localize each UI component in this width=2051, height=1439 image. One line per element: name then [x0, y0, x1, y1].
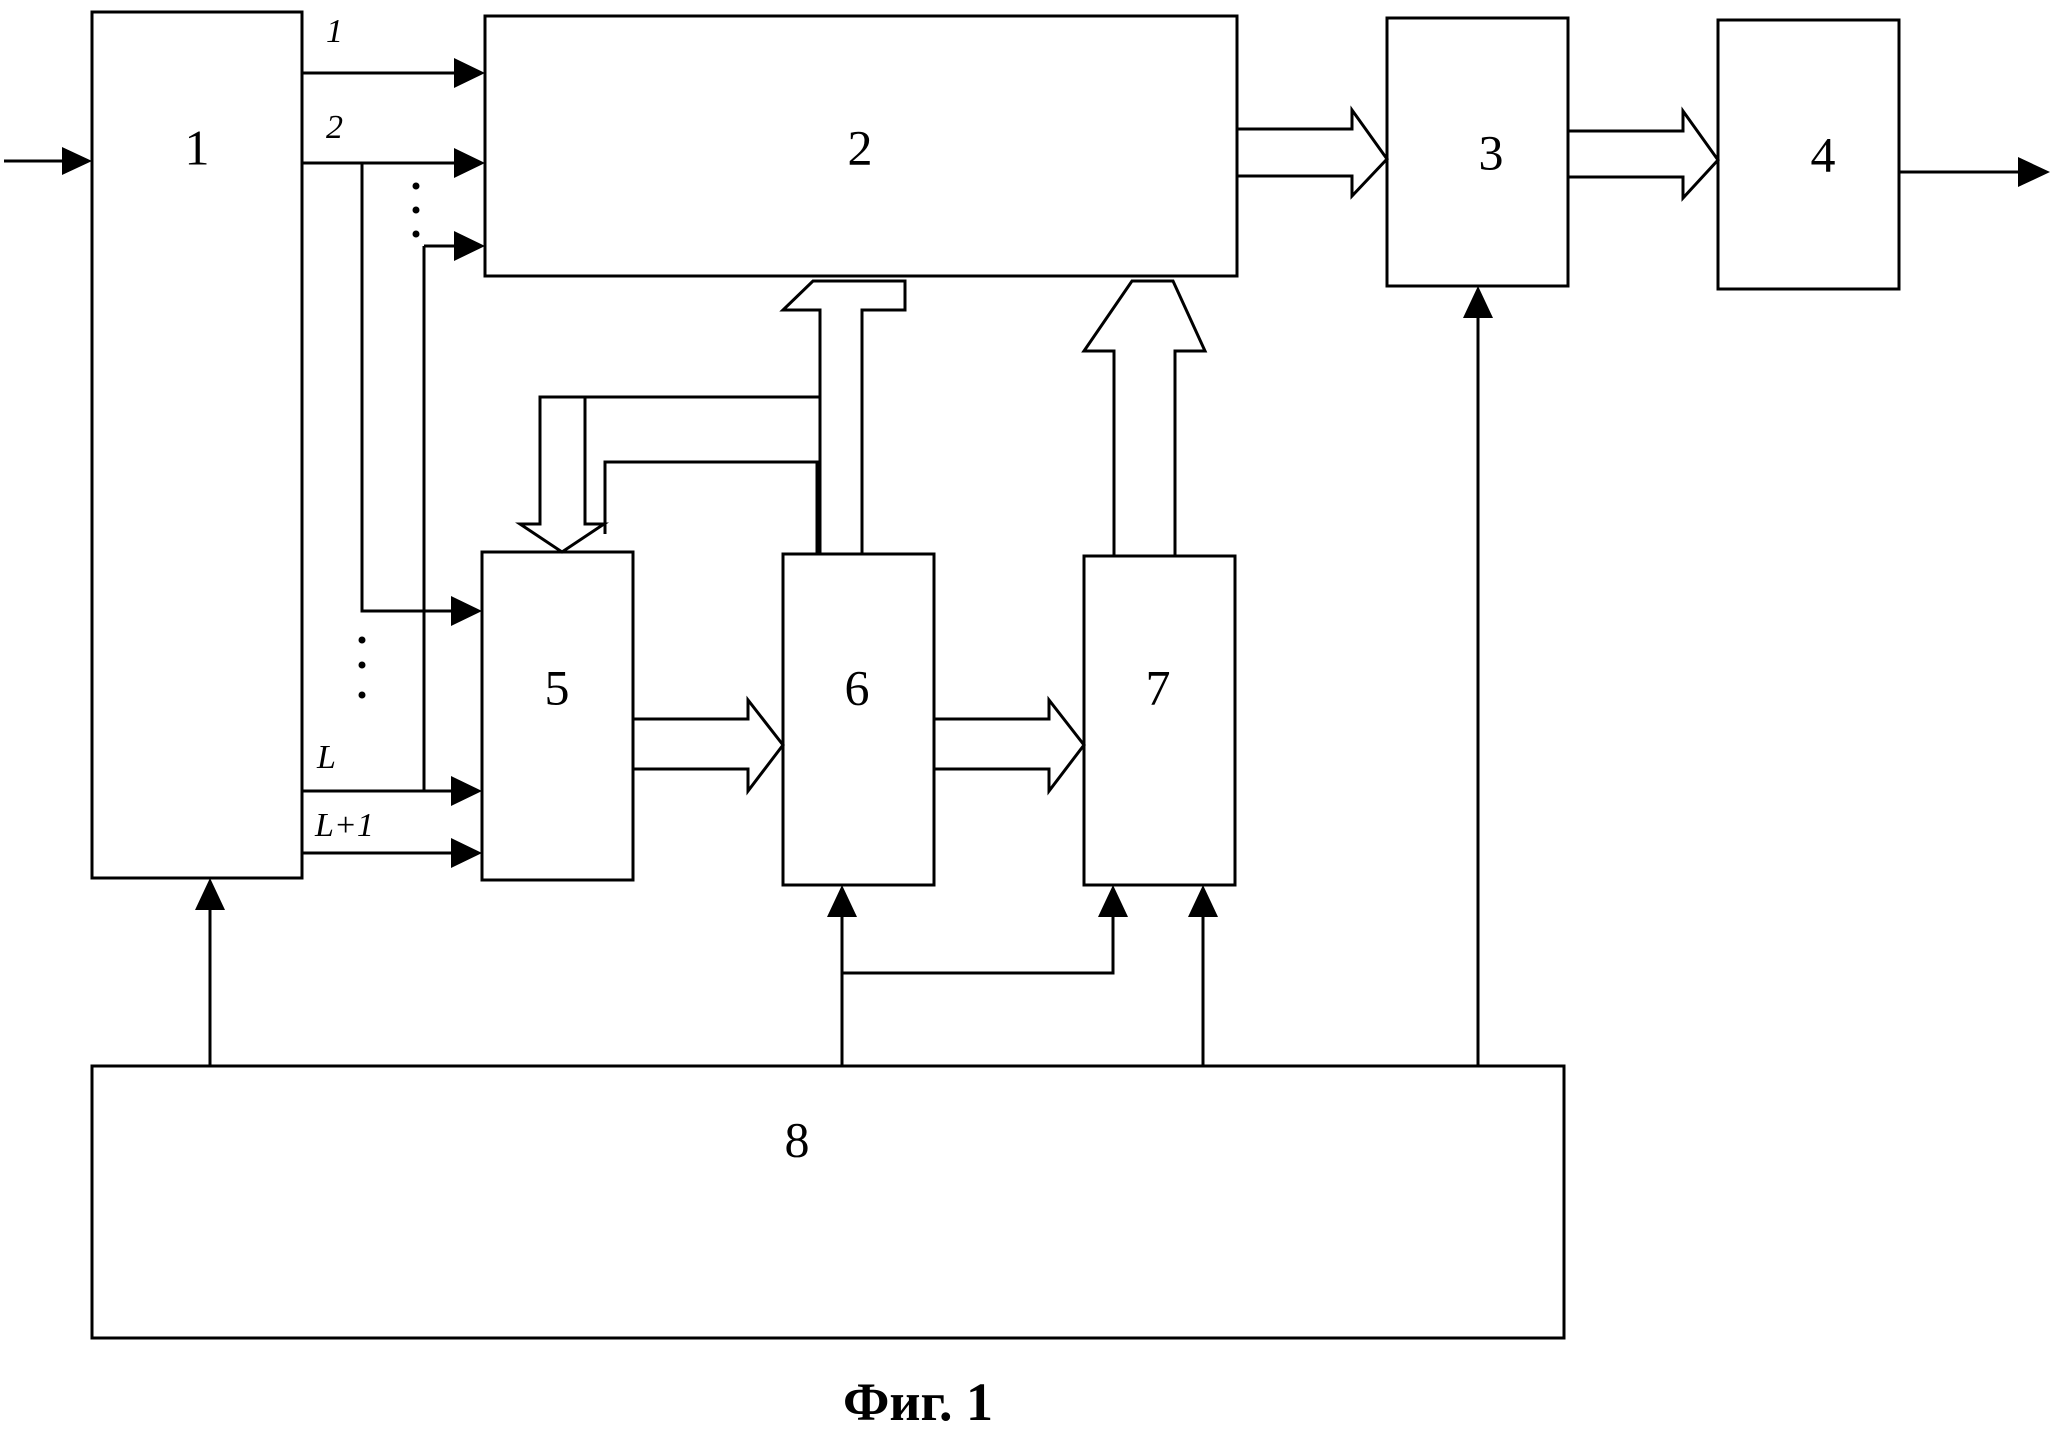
ellipsis-dots-lower — [359, 637, 366, 699]
feedback-6-to-5 — [605, 462, 817, 554]
bus-3-to-4 — [1568, 111, 1718, 198]
block-8-label: 8 — [785, 1111, 810, 1167]
port-label-L1: L+1 — [314, 807, 374, 844]
bus-7-to-2 — [1084, 281, 1205, 556]
ellipsis-dots-upper — [413, 183, 420, 238]
input-arrow — [4, 147, 92, 175]
bus-2-to-3 — [1237, 110, 1387, 196]
block-2-label: 2 — [848, 119, 873, 175]
block-4 — [1718, 20, 1899, 289]
block-7 — [1084, 556, 1235, 885]
block-6 — [783, 554, 934, 885]
bus-5-to-6 — [633, 700, 783, 791]
control-8-to-7-right — [1188, 885, 1218, 1066]
line-L-to-5 — [302, 246, 482, 806]
control-8-to-1 — [195, 878, 225, 1066]
line-1-to-2-out2 — [302, 148, 485, 178]
line-to-2-outL — [424, 231, 485, 261]
bus-6-to-7 — [934, 700, 1084, 791]
block-1-label: 1 — [185, 119, 210, 175]
line-2-to-5 — [362, 163, 482, 626]
block-6-label: 6 — [845, 659, 870, 715]
block-4-label: 4 — [1811, 126, 1836, 182]
block-3 — [1387, 18, 1568, 286]
port-label-1: 1 — [326, 13, 343, 50]
block-3-label: 3 — [1479, 124, 1504, 180]
port-label-L: L — [316, 739, 336, 776]
block-5-label: 5 — [545, 659, 570, 715]
block-8 — [92, 1066, 1564, 1338]
output-arrow — [1899, 157, 2050, 187]
control-8-to-7-left — [842, 885, 1128, 973]
line-1-to-2-out1 — [302, 58, 485, 88]
bus-6-to-2-and-5 — [520, 281, 905, 554]
control-8-to-6 — [827, 885, 857, 1066]
port-label-2: 2 — [326, 109, 343, 146]
block-7-label: 7 — [1146, 659, 1171, 715]
block-5 — [482, 552, 633, 880]
figure-caption: Фиг. 1 — [843, 1372, 993, 1432]
control-8-to-3 — [1463, 286, 1493, 1066]
